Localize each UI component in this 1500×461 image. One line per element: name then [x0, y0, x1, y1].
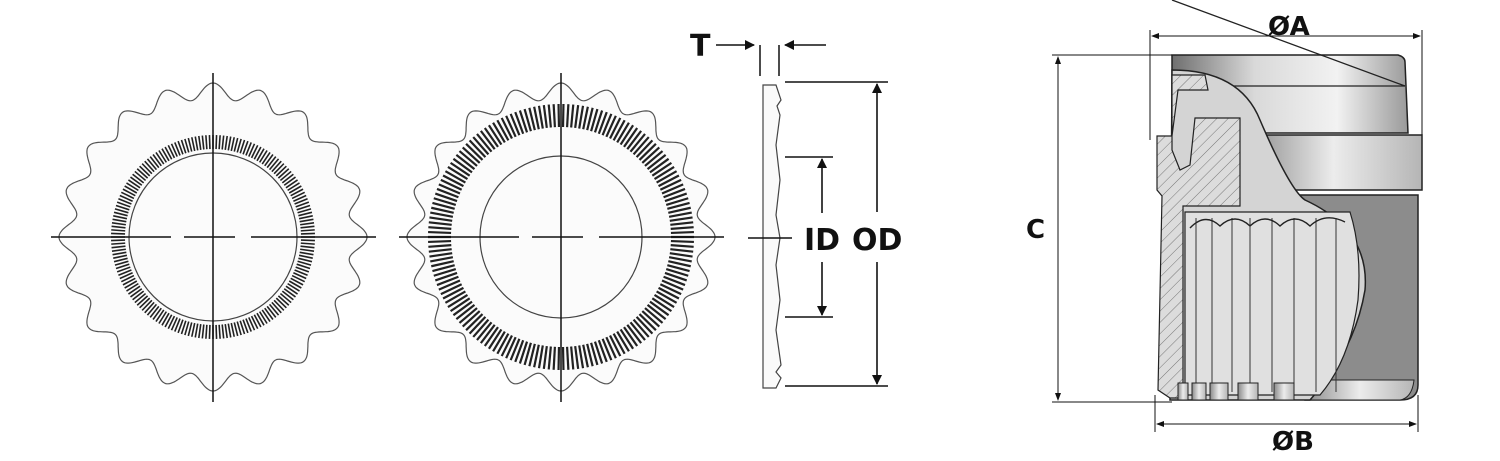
diameter-b-label: ØB	[1272, 427, 1314, 457]
washer-front-view-coarse-teeth	[399, 73, 724, 402]
washer-front-view-fine-teeth	[51, 73, 376, 402]
height-c-label: C	[1026, 215, 1045, 245]
cap-dimensions	[1052, 30, 1423, 432]
thickness-label: T	[690, 29, 711, 64]
diameter-a-label: ØA	[1268, 12, 1310, 42]
inner-diameter-label: ID	[804, 223, 840, 258]
washer-side-view	[716, 40, 888, 389]
outer-diameter-label: OD	[852, 223, 902, 258]
cap-cross-section	[1156, 0, 1423, 401]
